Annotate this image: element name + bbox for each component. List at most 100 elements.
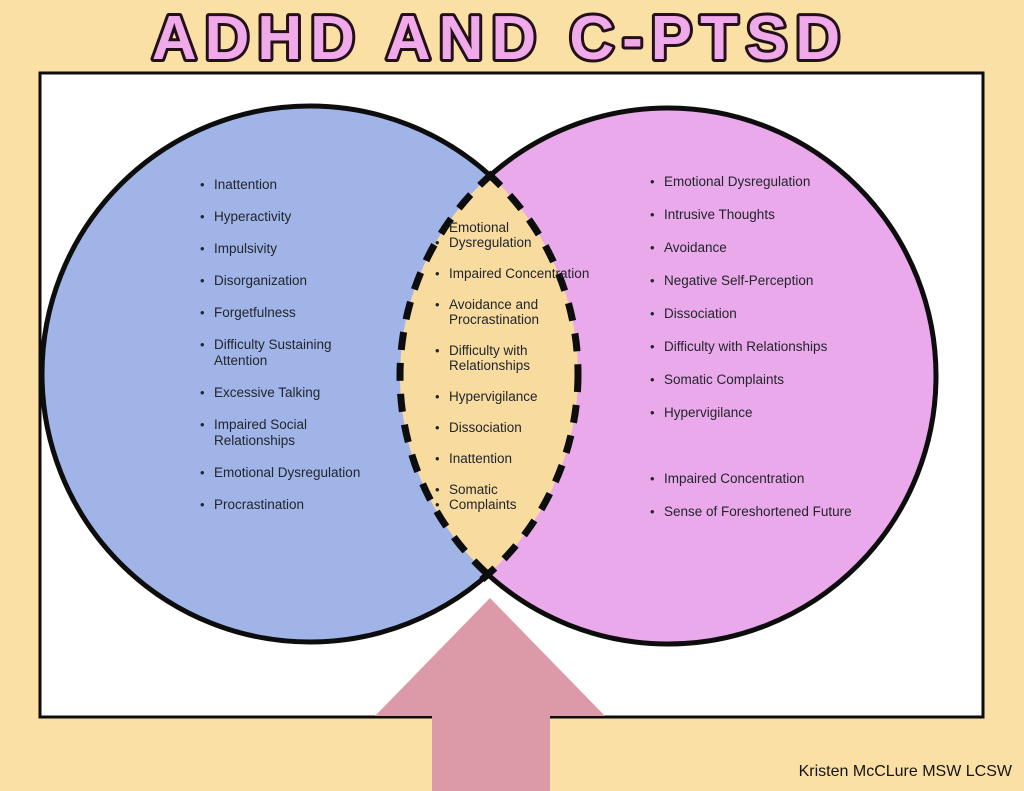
overlap-region (400, 108, 578, 642)
bullet-icon: • (200, 177, 205, 192)
symptom-label: Disorganization (214, 273, 308, 288)
symptom-line: • Excessive Talking (200, 385, 360, 401)
symptom-line: •Relationships (200, 433, 360, 449)
symptom-line: • Intrusive Thoughts (650, 207, 852, 223)
bullet-icon: • (200, 465, 205, 480)
symptom-label: Dissociation (449, 420, 522, 435)
symptom-line: • Inattention (435, 451, 589, 466)
symptom-label: Emotional (449, 220, 510, 235)
bullet-icon: • (200, 273, 205, 288)
bullet-icon: • (435, 482, 440, 497)
page-title: ADHD AND C-PTSD (152, 4, 848, 73)
bullet-icon: • (200, 497, 205, 512)
symptom-label: Forgetfulness (214, 305, 296, 320)
bullet-icon: • (435, 235, 440, 250)
symptom-label: Somatic (449, 482, 498, 497)
symptom-label: Sense of Foreshortened Future (664, 504, 852, 519)
symptom-label: Difficulty Sustaining (214, 337, 332, 352)
symptom-line: • Emotional Dysregulation (200, 465, 360, 481)
bullet-icon: • (435, 343, 440, 358)
symptom-line: • Dissociation (435, 420, 589, 435)
symptom-line: •Attention (200, 353, 360, 369)
up-arrow (375, 598, 605, 791)
symptom-label: Inattention (214, 177, 278, 192)
symptom-label: Procrastination (449, 312, 540, 327)
bullet-icon: • (435, 451, 440, 466)
symptom-line: • Avoidance and (435, 297, 589, 312)
symptom-line: • Sense of Foreshortened Future (650, 504, 852, 520)
bullet-icon: • (435, 497, 440, 512)
symptom-line: •Procrastination (200, 497, 360, 513)
bullet-icon: • (200, 417, 205, 432)
bullet-icon: • (200, 209, 205, 224)
symptom-label: Complaints (449, 497, 517, 512)
bullet-icon: • (650, 504, 655, 519)
bullet-icon: • (200, 337, 205, 352)
symptom-line: • Dysregulation (435, 235, 589, 250)
symptom-label: Difficulty with (449, 343, 528, 358)
symptom-label: Impulsivity (214, 241, 278, 256)
symptom-label: Intrusive Thoughts (664, 207, 775, 222)
bullet-icon: • (650, 306, 655, 321)
symptom-label: Relationships (449, 358, 531, 373)
symptom-line: • Forgetfulness (200, 305, 360, 321)
bullet-icon: • (435, 297, 440, 312)
symptom-line: • Complaints (435, 497, 589, 512)
symptom-label: Avoidance and (449, 297, 539, 312)
cptsd-symptom-list: •Emotional Dysregulation•Intrusive Thoug… (650, 174, 852, 520)
bullet-icon: • (650, 405, 655, 420)
adhd-symptom-list: • Inattention • Hyperactivity • Impulsivity • D… (200, 177, 360, 513)
symptom-label: Dissociation (664, 306, 737, 321)
symptom-line: • Disorganization (200, 273, 360, 289)
bullet-icon: • (200, 305, 205, 320)
symptom-line: • Somatic (435, 482, 589, 497)
bullet-icon: • (650, 240, 655, 255)
symptom-label: Avoidance (664, 240, 727, 255)
symptom-line: •Impaired Concentration (650, 471, 852, 487)
shared-symptom-list: •Emotional•Dysregulation•Impaired Concen… (435, 220, 589, 512)
symptom-line: • Hypervigilance (435, 389, 589, 404)
bullet-icon: • (650, 372, 655, 387)
symptom-line: •Procrastination (435, 312, 589, 327)
symptom-label: Hyperactivity (214, 209, 292, 224)
symptom-line: •Emotional Dysregulation (650, 174, 852, 190)
symptom-line: •Difficulty with Relationships (650, 339, 852, 355)
bullet-icon: • (435, 266, 440, 281)
symptom-line: • Avoidance (650, 240, 852, 256)
overlap-dashed-border-left (396, 104, 586, 648)
bullet-icon: • (650, 471, 655, 486)
symptom-label: Somatic Complaints (664, 372, 785, 387)
symptom-label: Attention (214, 353, 268, 368)
symptom-line: •Emotional (435, 220, 589, 235)
bullet-icon: • (650, 207, 655, 222)
symptom-line: • Dissociation (650, 306, 852, 322)
overlap-dashed-border-right (392, 102, 582, 646)
symptom-line: • Difficulty with (435, 343, 589, 358)
symptom-line: • Impaired Social (200, 417, 360, 433)
symptom-label: Relationships (214, 433, 296, 448)
symptom-line: •Impaired Concentration (435, 266, 589, 281)
symptom-line: • Impulsivity (200, 241, 360, 257)
bullet-icon: • (435, 389, 440, 404)
symptom-label: Dysregulation (449, 235, 532, 250)
symptom-label: Difficulty with Relationships (664, 339, 828, 354)
symptom-line: • Hyperactivity (200, 209, 360, 225)
bullet-icon: • (200, 385, 205, 400)
bullet-icon: • (200, 241, 205, 256)
symptom-label: Emotional Dysregulation (664, 174, 811, 189)
symptom-label: Emotional Dysregulation (214, 465, 361, 480)
symptom-label: Impaired Social (214, 417, 308, 432)
symptom-line: •Relationships (435, 358, 589, 373)
symptom-label: Inattention (449, 451, 513, 466)
credit-text: Kristen McCLure MSW LCSW (798, 763, 1012, 780)
bullet-icon: • (435, 420, 440, 435)
symptom-line: • Difficulty Sustaining (200, 337, 360, 353)
symptom-line: • Inattention (200, 177, 360, 193)
symptom-line: •Hypervigilance (650, 405, 852, 421)
symptom-label: Hypervigilance (449, 389, 538, 404)
symptom-label: Negative Self-Perception (664, 273, 814, 288)
symptom-label: Excessive Talking (214, 385, 321, 400)
symptom-line: •Negative Self-Perception (650, 273, 852, 289)
